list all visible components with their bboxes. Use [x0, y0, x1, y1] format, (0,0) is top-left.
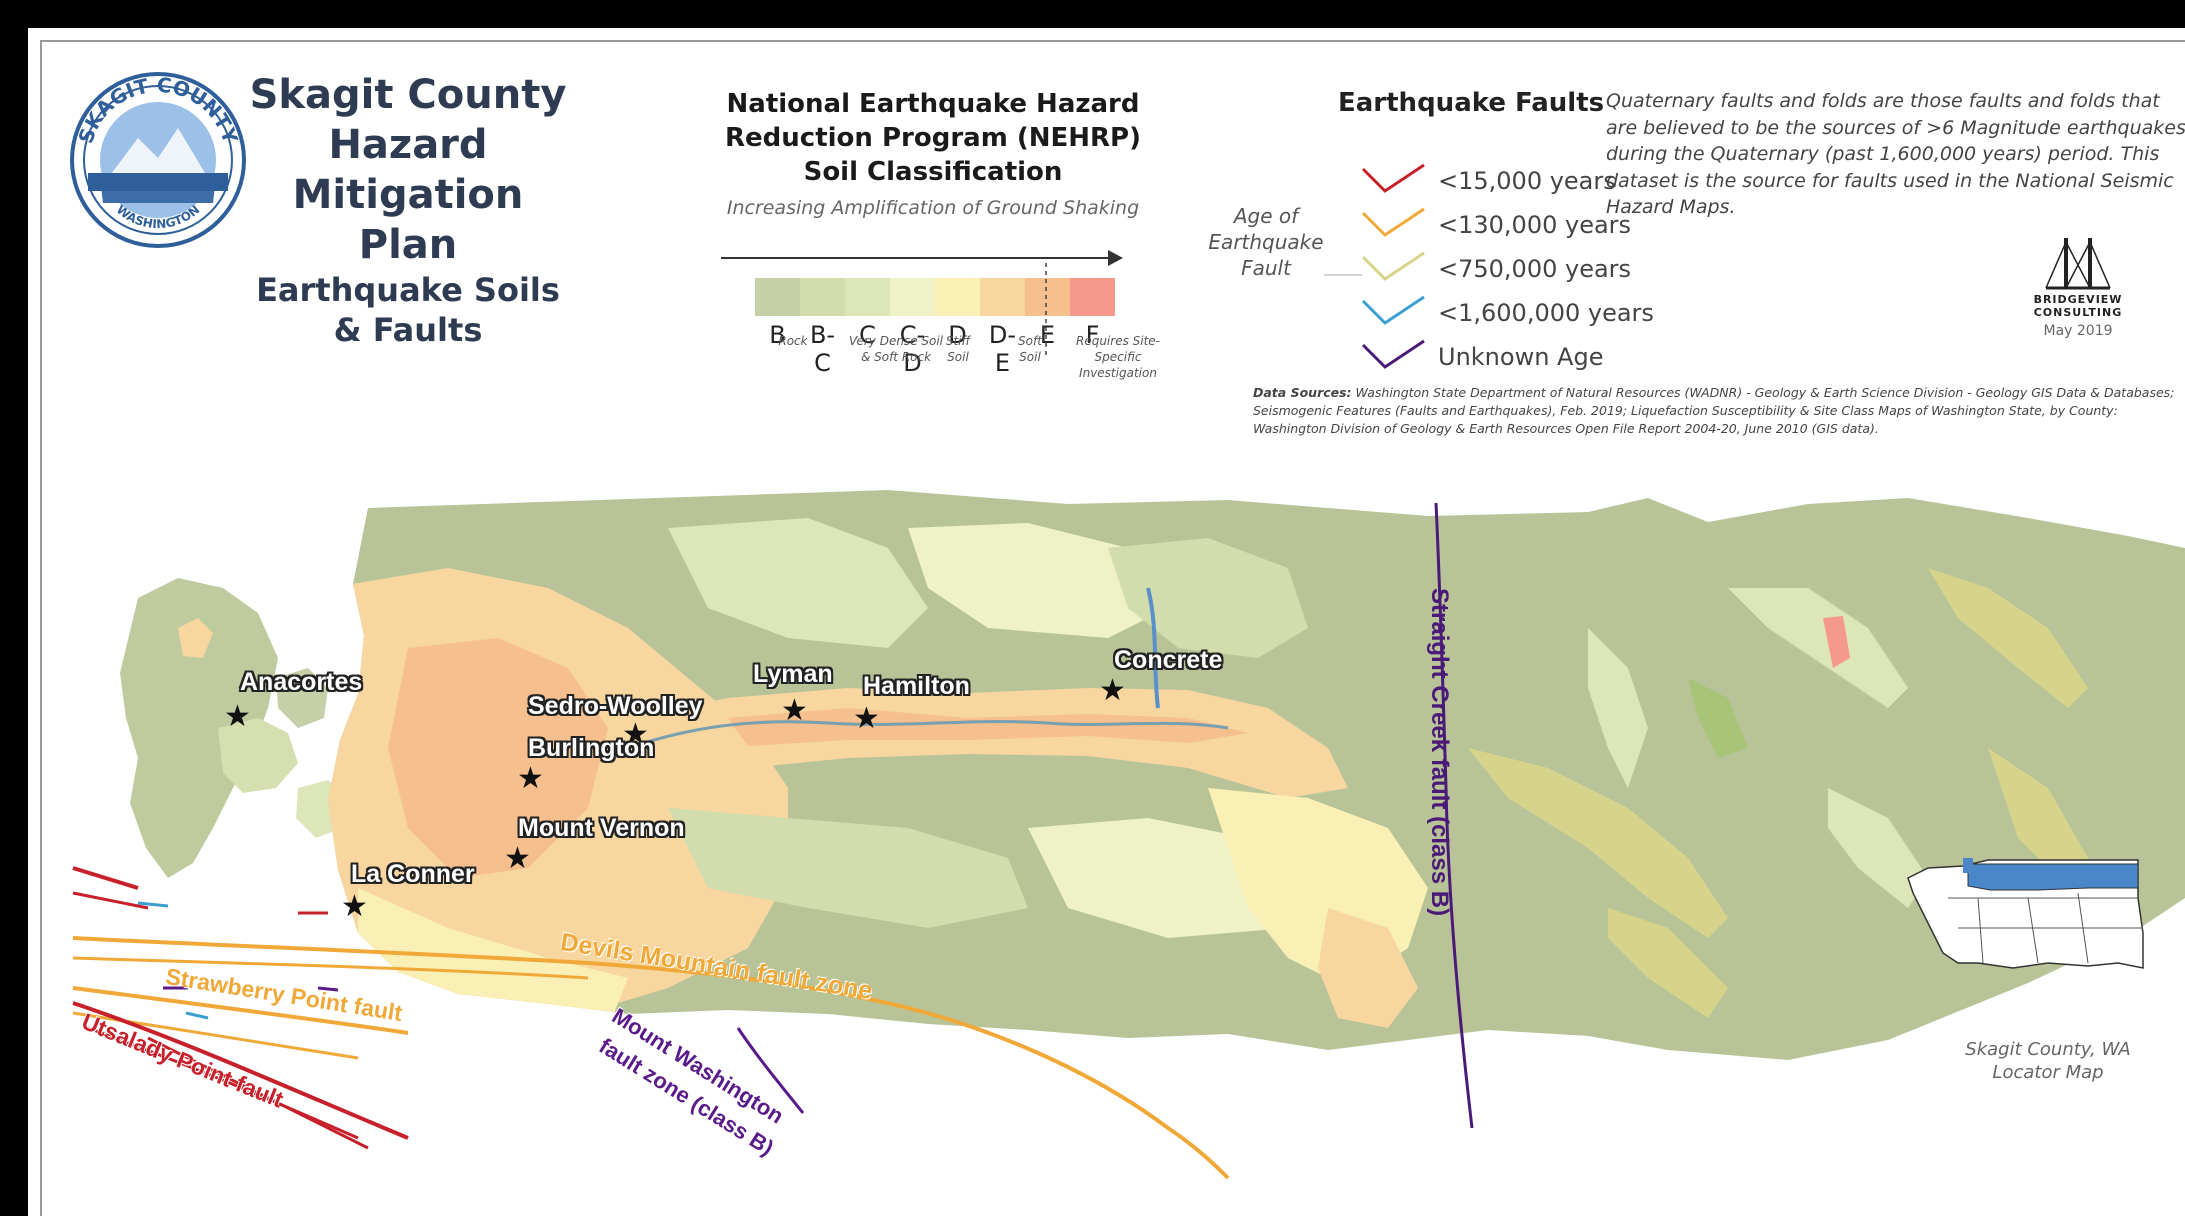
age-label: Age of Earthquake Fault — [1208, 204, 1324, 280]
consultant-name-2: CONSULTING — [2033, 306, 2123, 320]
locator-map — [1907, 858, 2144, 969]
mount-washington-fault-line — [736, 1027, 805, 1114]
town-label-hamilton: Hamilton — [863, 672, 970, 700]
nehrp-swatch-e — [1025, 278, 1070, 316]
data-sources: Data Sources: Washington State Departmen… — [1253, 384, 2183, 438]
desc-stiff-soil: Stiff Soil — [945, 334, 971, 365]
town-label-concrete: Concrete — [1114, 646, 1223, 674]
desc-requires: Requires Site-Specific Investigation — [1075, 334, 1161, 381]
utsalady-fault-line — [72, 1001, 409, 1140]
consultant-block: BRIDGEVIEW CONSULTING May 2019 — [2018, 293, 2138, 339]
star-icon: ★ — [504, 841, 531, 876]
nehrp-heading-3: Soil Classification — [803, 156, 1063, 187]
nehrp-swatches — [755, 278, 1115, 316]
town-label-la-conner: La Conner — [351, 860, 475, 888]
nehrp-heading-1: National Earthquake Hazard — [726, 89, 1140, 119]
islands — [120, 578, 346, 878]
data-sources-label: Data Sources: — [1253, 385, 1352, 400]
county-seal: SKAGIT COUNTY WASHINGTON — [70, 72, 246, 248]
nehrp-swatch-d — [935, 278, 980, 316]
nehrp-legend — [721, 250, 1123, 358]
faults-legend-title: Earthquake Faults — [1338, 88, 1605, 118]
fault-legend-label: <750,000 years — [1438, 255, 1632, 283]
nehrp-swatch-b-c — [800, 278, 845, 316]
fault-legend-label: <1,600,000 years — [1438, 299, 1654, 327]
nehrp-class-label: D-E — [988, 321, 1017, 377]
straight-creek-fault-line — [1434, 502, 1474, 1129]
nehrp-class-label: F — [1085, 321, 1100, 349]
fault-legend-line — [1361, 339, 1425, 369]
fault-lines — [72, 502, 1474, 1180]
title-line-1: Skagit County — [249, 72, 567, 118]
fault-legend-line — [1361, 295, 1425, 325]
town-label-lyman: Lyman — [753, 660, 833, 688]
nehrp-swatch-d-e — [980, 278, 1025, 316]
nehrp-class-label: E — [1039, 321, 1056, 349]
nehrp-heading-2: Reduction Program (NEHRP) — [725, 122, 1141, 153]
title-line-2: Hazard Mitigation Plan — [292, 122, 524, 268]
consultant-name-1: BRIDGEVIEW — [2033, 293, 2123, 306]
locator-caption: Skagit County, WA Locator Map — [1965, 1039, 2131, 1084]
quaternary-note: Quaternary faults and folds are those fa… — [1606, 90, 2185, 219]
star-icon: ★ — [853, 701, 880, 736]
nehrp-swatch-b — [755, 278, 800, 316]
fault-legend-line — [1361, 207, 1425, 237]
desc-rock: Rock — [778, 334, 808, 348]
fault-legend-lines — [1361, 163, 1425, 369]
county-map: SKAGIT COUNTY WASHINGTON — [70, 72, 2185, 1180]
county-mainland — [328, 490, 2185, 1060]
fault-label-straight-creek: Straight Creek fault (class B) — [1426, 588, 1453, 917]
star-icon: ★ — [781, 693, 808, 728]
map-frame: SKAGIT COUNTY WASHINGTON Skagit County H… — [28, 28, 2185, 1216]
fault-legend-label: <15,000 years — [1438, 167, 1616, 195]
fault-legend-line — [1361, 251, 1425, 281]
fault-legend-label: Unknown Age — [1438, 343, 1604, 371]
nehrp-swatch-f — [1070, 278, 1115, 316]
nehrp-class-label: B — [769, 321, 786, 349]
town-label-mount-vernon: Mount Vernon — [518, 814, 685, 842]
nehrp-class-label: C — [859, 321, 876, 349]
star-icon: ★ — [517, 761, 544, 796]
star-icon: ★ — [224, 699, 251, 734]
star-icon: ★ — [341, 889, 368, 924]
nehrp-swatch-c-d — [890, 278, 935, 316]
nehrp-subtitle: Increasing Amplification of Ground Shaki… — [726, 197, 1140, 220]
fault-legend-line — [1361, 163, 1425, 193]
town-label-anacortes: Anacortes — [240, 668, 363, 696]
map-title: Skagit County Hazard Mitigation Plan Ear… — [238, 70, 578, 350]
nehrp-class-label: C-D — [899, 321, 926, 377]
desc-very-dense-soil: Very Dense Soil & Soft Rock — [848, 334, 944, 365]
nehrp-class-label: D — [948, 321, 967, 349]
title-line-3: Earthquake Soils & Faults — [256, 271, 560, 349]
data-sources-text: Washington State Department of Natural R… — [1253, 385, 2175, 437]
town-label-burlington: Burlington — [528, 734, 655, 762]
consultant-date: May 2019 — [2043, 323, 2113, 340]
inner-border — [40, 40, 2185, 1216]
bridge-icon — [2045, 238, 2111, 290]
star-icon: ★ — [1099, 673, 1126, 708]
fault-legend-label: <130,000 years — [1438, 211, 1632, 239]
town-label-sedro-woolley: Sedro-Woolley — [528, 692, 703, 720]
desc-soft-soil: Soft Soil — [1018, 334, 1042, 365]
nehrp-heading: National Earthquake Hazard Reduction Pro… — [688, 88, 1178, 219]
nehrp-swatch-c — [845, 278, 890, 316]
nehrp-class-label: B-C — [809, 321, 836, 377]
star-icon: ★ — [622, 717, 649, 752]
devils-mountain-fault-line — [72, 936, 1230, 1180]
